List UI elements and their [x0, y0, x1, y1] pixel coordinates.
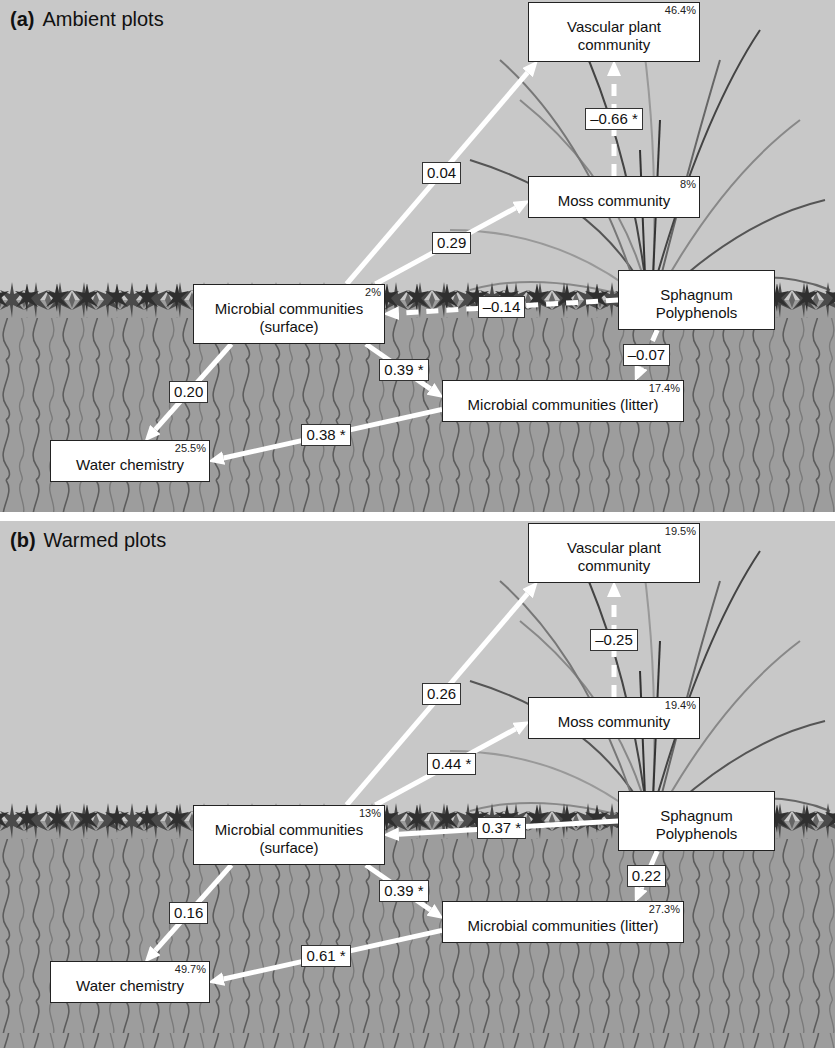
box-label: Microbial communities (litter) [451, 396, 675, 414]
box-label: Moss community [537, 192, 691, 210]
water-chemistry-box: Water chemistry49.7% [50, 961, 210, 1003]
path-coefficient: 0.37 * [477, 817, 526, 839]
path-arrow [375, 729, 515, 805]
variance-explained: 49.7% [175, 963, 206, 976]
path-coefficient: 0.61 * [301, 945, 350, 967]
negative-path-arrow [612, 597, 617, 697]
path-coefficient: 0.39 * [379, 880, 428, 902]
path-arrow [366, 344, 431, 389]
litter-microbe-box: Microbial communities (litter)27.3% [442, 901, 684, 943]
vascular-plant-box: Vascular plant community46.4% [528, 2, 700, 62]
variance-explained: 19.5% [665, 525, 696, 538]
box-label: Sphagnum Polyphenols [627, 807, 766, 843]
panel-letter: (a) [10, 8, 34, 30]
water-chemistry-box: Water chemistry25.5% [50, 440, 210, 482]
variance-explained: 17.4% [649, 382, 680, 395]
path-coefficient: 0.22 [627, 865, 666, 887]
variance-explained: 25.5% [175, 442, 206, 455]
path-arrow [155, 344, 231, 430]
variance-explained: 46.4% [665, 4, 696, 17]
path-arrow [375, 208, 515, 284]
variance-explained: 19.4% [665, 699, 696, 712]
box-label: Sphagnum Polyphenols [627, 286, 766, 322]
panel-heading: (b) Warmed plots [10, 529, 166, 552]
surface-microbe-box: Microbial communities (surface)13% [193, 805, 385, 865]
panel-ground [0, 521, 835, 1048]
path-coefficient: 0.20 [169, 381, 208, 403]
path-arrow [641, 851, 657, 888]
box-label: Vascular plant community [537, 18, 691, 54]
soil-band [0, 1033, 835, 1048]
path-coefficient: –0.07 [623, 344, 671, 366]
litter-microbe-box: Microbial communities (litter)17.4% [442, 380, 684, 422]
vascular-plant-box: Vascular plant community19.5% [528, 523, 700, 583]
path-coefficient: 0.44 * [427, 753, 476, 775]
moss-box: Moss community8% [528, 176, 700, 218]
negative-path-arrow [641, 330, 657, 367]
box-label: Water chemistry [59, 456, 201, 474]
negative-path-arrow [612, 76, 617, 176]
path-coefficient: 0.38 * [301, 424, 350, 446]
path-coefficient: –0.66 * [585, 108, 643, 130]
path-coefficient: 0.26 [422, 683, 461, 705]
panel-title: Ambient plots [42, 8, 163, 30]
peat-scene [0, 20, 835, 512]
path-arrow [347, 594, 528, 805]
path-arrow [224, 409, 442, 458]
path-arrow [347, 73, 528, 284]
box-label: Vascular plant community [537, 539, 691, 575]
box-label: Water chemistry [59, 977, 201, 995]
panel-title: Warmed plots [44, 529, 167, 551]
panel-heading: (a) Ambient plots [10, 8, 164, 31]
moss-box: Moss community19.4% [528, 697, 700, 739]
variance-explained: 27.3% [649, 903, 680, 916]
variance-explained: 8% [680, 178, 696, 191]
surface-microbe-box: Microbial communities (surface)2% [193, 284, 385, 344]
plot-panel: (a) Ambient plots Vascular plant community… [0, 0, 835, 512]
variance-explained: 2% [365, 286, 381, 299]
path-arrow [155, 865, 231, 951]
variance-explained: 13% [359, 807, 381, 820]
path-coefficient: 0.16 [169, 902, 208, 924]
path-arrow [399, 821, 618, 834]
box-label: Microbial communities (surface) [202, 821, 376, 857]
path-coefficient: –0.14 [478, 296, 526, 318]
root-band [0, 1033, 835, 1048]
path-coefficient: –0.25 [590, 629, 638, 651]
panel-letter: (b) [10, 529, 36, 551]
path-coefficient: 0.29 [432, 232, 471, 254]
peat-scene [0, 541, 835, 1033]
panel-ground [0, 0, 835, 512]
box-label: Moss community [537, 713, 691, 731]
box-label: Microbial communities (surface) [202, 300, 376, 336]
path-coefficient: 0.04 [422, 162, 461, 184]
negative-path-arrow [399, 300, 618, 313]
plot-panel: (b)Warmed plotsVascular plant community1… [0, 521, 835, 1048]
polyphenol-box: Sphagnum Polyphenols [618, 270, 775, 330]
path-arrow [224, 930, 442, 979]
box-label: Microbial communities (litter) [451, 917, 675, 935]
polyphenol-box: Sphagnum Polyphenols [618, 791, 775, 851]
path-coefficient: 0.39 * [379, 359, 428, 381]
path-arrow [366, 865, 431, 910]
